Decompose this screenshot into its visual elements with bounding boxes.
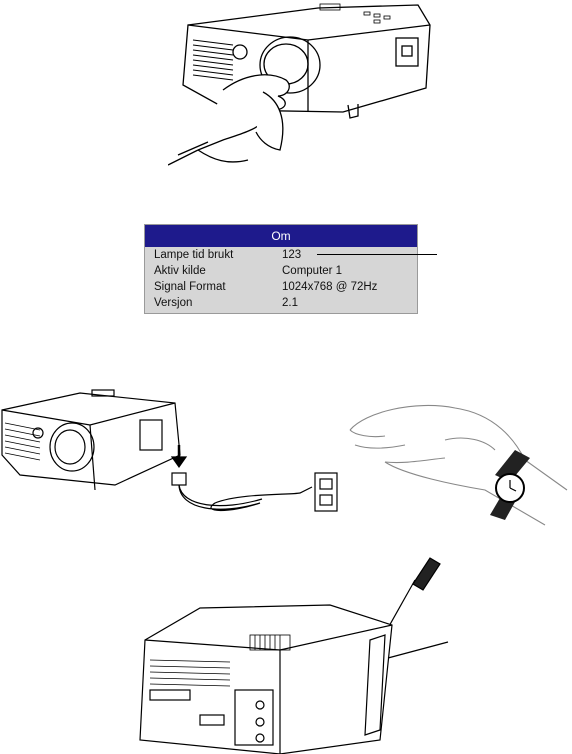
callout-line — [317, 254, 437, 255]
menu-row-label: Lampe tid brukt — [154, 247, 233, 263]
menu-row-value: 2.1 — [282, 295, 298, 311]
menu-row-signal-format: Signal Format 1024x768 @ 72Hz — [145, 279, 417, 295]
power-unplug-illustration — [0, 385, 345, 520]
menu-row-active-source: Aktiv kilde Computer 1 — [145, 263, 417, 279]
lens-cleaning-illustration — [168, 0, 438, 185]
menu-row-value: 123 — [282, 247, 301, 263]
menu-row-label: Versjon — [154, 295, 192, 311]
lamp-door-screwdriver-illustration — [130, 550, 460, 754]
wristwatch-illustration — [345, 390, 570, 530]
menu-row-label: Aktiv kilde — [154, 263, 206, 279]
menu-title: Om — [145, 225, 417, 247]
menu-row-version: Versjon 2.1 — [145, 295, 417, 311]
menu-row-value: 1024x768 @ 72Hz — [282, 279, 377, 295]
about-menu-panel: Om Lampe tid brukt 123 Aktiv kilde Compu… — [144, 224, 418, 314]
menu-row-lamp-hours: Lampe tid brukt 123 — [145, 247, 417, 263]
menu-row-label: Signal Format — [154, 279, 226, 295]
menu-row-value: Computer 1 — [282, 263, 342, 279]
